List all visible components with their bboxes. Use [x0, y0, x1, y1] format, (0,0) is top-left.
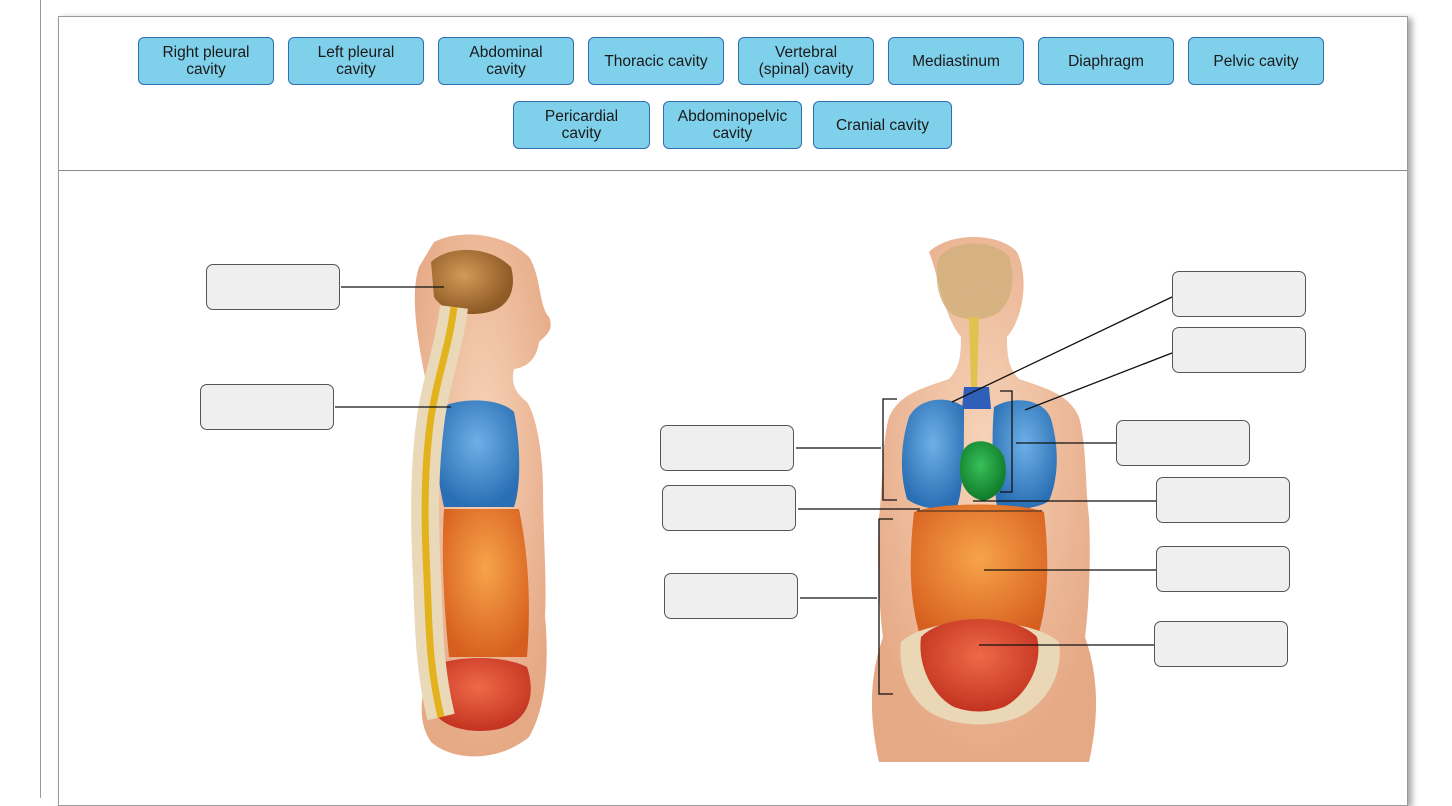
drop-target-diaphragm-right[interactable] [1156, 477, 1290, 523]
front-cranial-cavity [936, 243, 1013, 320]
front-view-figure [871, 237, 1097, 762]
leader-lines [335, 286, 1173, 695]
front-left-pleural-cavity [992, 400, 1057, 509]
side-view-figure [411, 234, 551, 757]
chip-left-pleural-cavity[interactable]: Left pleural cavity [288, 37, 424, 85]
chip-label: Pericardial cavity [544, 108, 619, 142]
front-pericardial-cavity [959, 441, 1006, 501]
chip-label: Abdominopelvic cavity [677, 108, 788, 142]
chip-vertebral-spinal-cavity[interactable]: Vertebral (spinal) cavity [738, 37, 874, 85]
labeling-activity-panel: Right pleural cavity Left pleural cavity… [58, 16, 1408, 806]
front-upper-mediastinum [962, 387, 991, 409]
side-thoracic-cavity [435, 400, 520, 507]
front-vertebral-canal [969, 317, 979, 389]
chip-label: Left pleural cavity [317, 44, 395, 78]
leader-mediastinum-top [951, 296, 1173, 403]
drop-target-pelvic[interactable] [1154, 621, 1288, 667]
drop-target-mediastinum[interactable] [1172, 271, 1306, 317]
bracket-abdominopelvic [878, 518, 893, 695]
chip-abdominal-cavity[interactable]: Abdominal cavity [438, 37, 574, 85]
chip-mediastinum[interactable]: Mediastinum [888, 37, 1024, 85]
chip-label: Cranial cavity [835, 116, 930, 134]
drop-target-abdominopelvic[interactable] [664, 573, 798, 619]
chip-abdominopelvic-cavity[interactable]: Abdominopelvic cavity [663, 101, 802, 149]
bracket-mediastinum [1000, 390, 1013, 493]
chip-label: Thoracic cavity [604, 52, 708, 70]
chip-label: Abdominal cavity [469, 44, 543, 78]
chip-label: Vertebral (spinal) cavity [758, 44, 854, 78]
bracket-thoracic [882, 398, 897, 501]
body-cavities-illustration [335, 234, 1173, 762]
chip-cranial-cavity[interactable]: Cranial cavity [813, 101, 952, 149]
chip-label: Pelvic cavity [1213, 52, 1299, 70]
chip-diaphragm[interactable]: Diaphragm [1038, 37, 1174, 85]
chip-label: Right pleural cavity [162, 44, 250, 78]
leader-left-pleural [1024, 352, 1173, 411]
chip-thoracic-cavity[interactable]: Thoracic cavity [588, 37, 724, 85]
chip-pericardial-cavity[interactable]: Pericardial cavity [513, 101, 650, 149]
front-abdominal-cavity [910, 504, 1048, 640]
chip-right-pleural-cavity[interactable]: Right pleural cavity [138, 37, 274, 85]
drop-target-vertebral[interactable] [200, 384, 334, 430]
front-right-pleural-cavity [901, 399, 964, 510]
label-bank: Right pleural cavity Left pleural cavity… [59, 17, 1407, 171]
window-left-border [40, 0, 41, 798]
drop-target-abdominal[interactable] [1156, 546, 1290, 592]
drop-target-thoracic[interactable] [660, 425, 794, 471]
front-pelvic-cavity [920, 619, 1039, 712]
side-abdominal-cavity [442, 509, 529, 657]
drop-target-cranial[interactable] [206, 264, 340, 310]
chip-label: Diaphragm [1068, 52, 1144, 70]
drop-target-diaphragm-left[interactable] [662, 485, 796, 531]
chip-pelvic-cavity[interactable]: Pelvic cavity [1188, 37, 1324, 85]
side-spinal-cord [421, 306, 458, 718]
side-cranial-cavity [431, 249, 513, 315]
chip-label: Mediastinum [912, 52, 1000, 70]
drop-target-left-pleural[interactable] [1172, 327, 1306, 373]
drop-target-pericardial[interactable] [1116, 420, 1250, 466]
